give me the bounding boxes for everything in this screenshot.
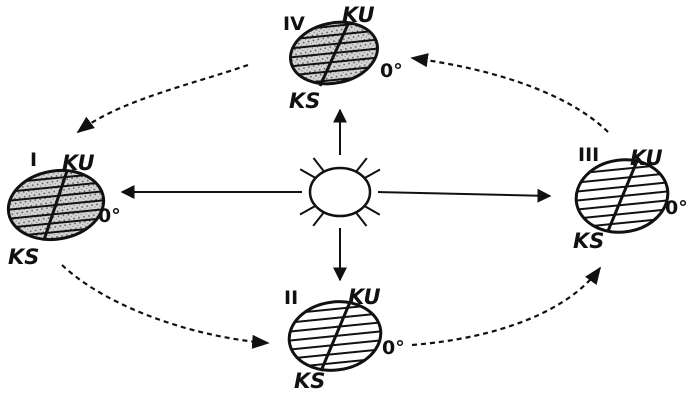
earth-ii-equator: 0° bbox=[382, 337, 405, 359]
latitude-line bbox=[284, 320, 386, 334]
earth-i-south: KS bbox=[8, 245, 39, 269]
earth-iii-north: KU bbox=[630, 146, 663, 170]
sun-ray bbox=[299, 168, 316, 179]
sun-ray bbox=[299, 205, 316, 216]
axis-iv bbox=[318, 21, 351, 87]
earth-iii-equator: 0° bbox=[665, 197, 688, 219]
earth-i: I KU 0° KS bbox=[2, 149, 121, 269]
sun-ray bbox=[355, 212, 368, 227]
latitude-line bbox=[284, 55, 384, 69]
latitude-line bbox=[571, 198, 673, 212]
sunlight-arrows bbox=[120, 108, 552, 282]
sun bbox=[299, 157, 381, 227]
earth-ii-label: II bbox=[284, 287, 298, 309]
sun-ray bbox=[312, 157, 325, 172]
earth-i-label: I bbox=[30, 149, 37, 171]
earth-iii: III KU 0° KS bbox=[571, 144, 688, 253]
orbit-arrow-ii-to-iii bbox=[411, 266, 602, 347]
earth-i-equator: 0° bbox=[98, 205, 121, 227]
latitude-line bbox=[2, 207, 110, 221]
ray-to-iii bbox=[377, 188, 552, 203]
earth-iv-south: KS bbox=[289, 89, 320, 113]
orbit-arrow-iv-to-i bbox=[76, 63, 249, 134]
latitude-line bbox=[2, 180, 110, 194]
earth-i-north: KU bbox=[62, 151, 95, 175]
earth-iii-label: III bbox=[578, 144, 599, 166]
earth-iv-equator: 0° bbox=[380, 60, 403, 82]
latitude-line bbox=[2, 189, 110, 203]
earth-ii: II KU 0° KS bbox=[284, 285, 405, 393]
axis-iii bbox=[606, 160, 639, 232]
earth-iv: IV KU 0° KS bbox=[283, 3, 403, 113]
earth-ii-north: KU bbox=[348, 285, 381, 309]
earth-ii-south: KS bbox=[294, 369, 325, 393]
sun-ray bbox=[355, 157, 368, 172]
orbit-arrow-iii-to-iv bbox=[410, 53, 609, 133]
sun-ray bbox=[364, 168, 381, 179]
earth-iv-north: KU bbox=[342, 3, 375, 27]
axis-ii bbox=[319, 301, 352, 372]
earth-iv-label: IV bbox=[283, 13, 305, 35]
latitude-line bbox=[2, 216, 110, 230]
sun-ray bbox=[312, 212, 325, 227]
latitude-line bbox=[284, 37, 384, 51]
latitude-line bbox=[284, 338, 386, 352]
orbit-path bbox=[61, 53, 609, 349]
sun-ray bbox=[364, 205, 381, 216]
axis-i bbox=[42, 170, 69, 241]
orbit-arrow-i-to-ii bbox=[61, 264, 270, 349]
earth-iii-south: KS bbox=[573, 229, 604, 253]
latitude-line bbox=[571, 180, 673, 194]
